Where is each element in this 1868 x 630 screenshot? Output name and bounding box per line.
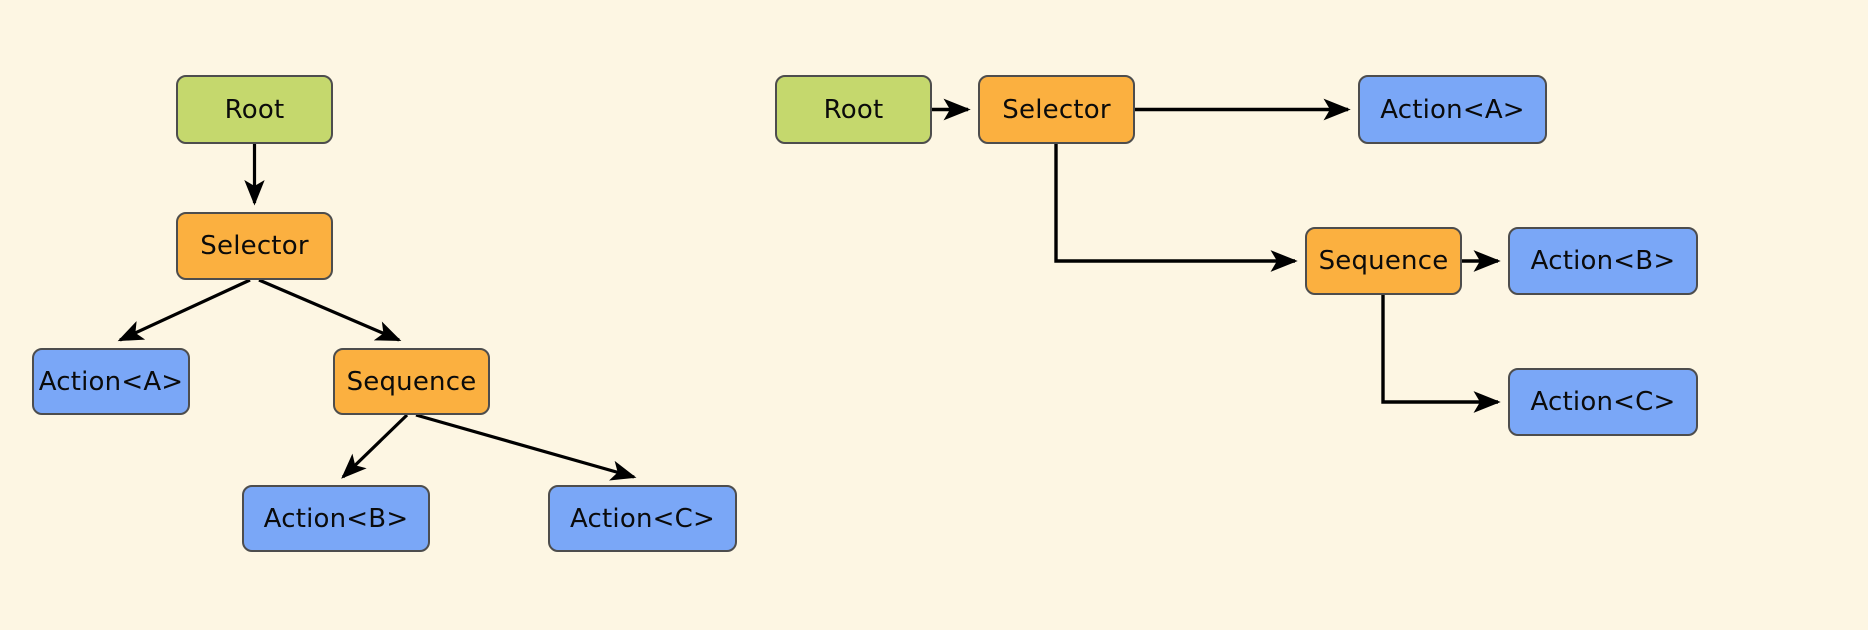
node-td-sequence[interactable]: Sequence bbox=[333, 348, 490, 415]
edge-td-selector-to-action-a bbox=[117, 278, 251, 342]
edge-td-sequence-to-action-c bbox=[415, 413, 637, 481]
node-label: Sequence bbox=[1318, 246, 1449, 276]
edge-td-selector-to-sequence bbox=[258, 278, 402, 342]
node-label: Selector bbox=[1002, 94, 1111, 125]
node-label: Sequence bbox=[346, 366, 477, 397]
node-label: Action<B> bbox=[263, 503, 409, 534]
node-td-root[interactable]: Root bbox=[176, 75, 333, 144]
node-label: Action<A> bbox=[1380, 94, 1525, 125]
node-td-action-b[interactable]: Action<B> bbox=[242, 485, 430, 552]
node-label: Root bbox=[224, 94, 285, 125]
node-td-action-c[interactable]: Action<C> bbox=[548, 485, 737, 552]
node-label: Action<B> bbox=[1530, 246, 1676, 276]
node-lr-sequence[interactable]: Sequence bbox=[1305, 227, 1462, 295]
edge-lr-sequence-to-action-c bbox=[1381, 295, 1501, 413]
node-lr-action-b[interactable]: Action<B> bbox=[1508, 227, 1698, 295]
node-lr-root[interactable]: Root bbox=[775, 75, 932, 144]
node-lr-action-a[interactable]: Action<A> bbox=[1358, 75, 1547, 144]
edge-lr-selector-to-sequence bbox=[1054, 144, 1298, 272]
node-td-action-a[interactable]: Action<A> bbox=[32, 348, 190, 415]
node-lr-action-c[interactable]: Action<C> bbox=[1508, 368, 1698, 436]
node-label: Action<C> bbox=[570, 503, 715, 534]
node-label: Action<C> bbox=[1530, 387, 1676, 417]
edge-td-sequence-to-action-b bbox=[341, 413, 409, 479]
node-td-selector[interactable]: Selector bbox=[176, 212, 333, 280]
node-lr-selector[interactable]: Selector bbox=[978, 75, 1135, 144]
node-label: Action<A> bbox=[38, 366, 184, 397]
node-label: Root bbox=[823, 94, 884, 125]
node-label: Selector bbox=[200, 231, 309, 261]
